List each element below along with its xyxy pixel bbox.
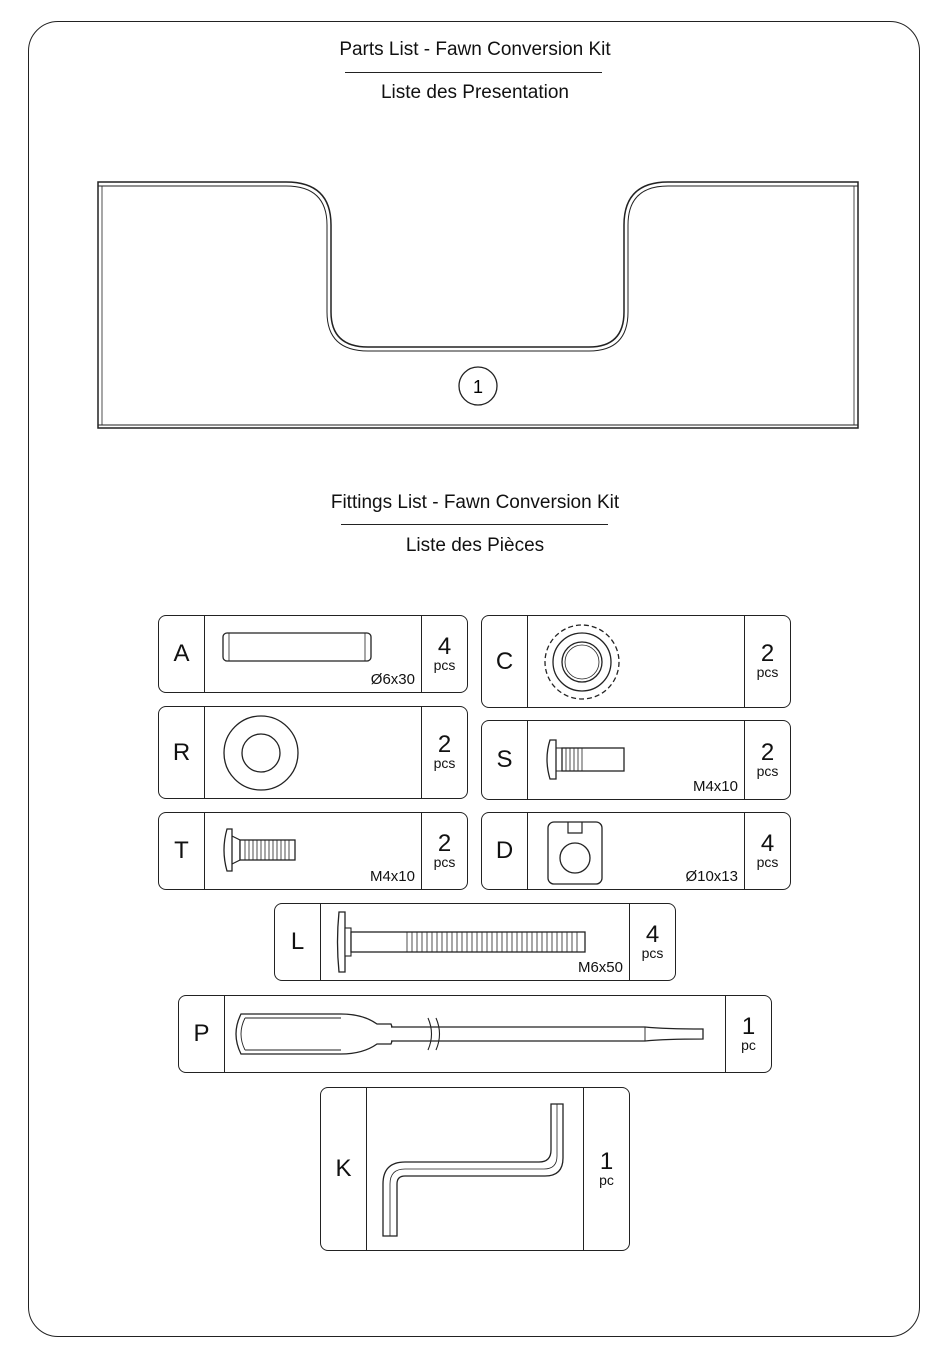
fitting-card-k: K 1 pc	[320, 1087, 630, 1251]
fitting-quantity: 1 pc	[583, 1088, 629, 1250]
serrated-nut-icon	[528, 616, 746, 707]
quantity-unit: pcs	[434, 855, 456, 870]
fitting-card-l: L M6x50 4 pcs	[274, 903, 676, 981]
fitting-card-p: P 1 pc	[178, 995, 772, 1073]
fitting-card-r: R 2 pcs	[158, 706, 468, 799]
fitting-quantity: 4 pcs	[629, 904, 675, 980]
fitting-card-a: A Ø6x30 4 pcs	[158, 615, 468, 693]
panel-number: 1	[473, 377, 483, 397]
quantity-number: 1	[600, 1151, 613, 1173]
quantity-unit: pcs	[757, 855, 779, 870]
fitting-size: M6x50	[578, 959, 623, 976]
fitting-quantity: 2 pcs	[421, 707, 467, 798]
fitting-size: Ø10x13	[685, 868, 738, 885]
fitting-letter: S	[482, 721, 528, 799]
fittings-list-title: Fittings List - Fawn Conversion Kit	[0, 492, 950, 514]
fitting-letter: P	[179, 996, 225, 1072]
quantity-number: 2	[438, 734, 451, 756]
fitting-card-d: D Ø10x13 4 pcs	[481, 812, 791, 890]
parts-list-subtitle: Liste des Presentation	[0, 82, 950, 104]
fitting-quantity: 1 pc	[725, 996, 771, 1072]
quantity-unit: pcs	[757, 764, 779, 779]
fitting-size: M4x10	[370, 868, 415, 885]
quantity-number: 4	[761, 833, 774, 855]
fitting-letter: L	[275, 904, 321, 980]
quantity-number: 1	[742, 1016, 755, 1038]
fitting-letter: D	[482, 813, 528, 889]
quantity-unit: pc	[599, 1173, 614, 1188]
quantity-number: 2	[761, 643, 774, 665]
quantity-unit: pcs	[642, 946, 664, 961]
quantity-number: 2	[438, 833, 451, 855]
fitting-quantity: 2 pcs	[421, 813, 467, 889]
fitting-quantity: 2 pcs	[744, 616, 790, 707]
quantity-number: 4	[438, 636, 451, 658]
fitting-quantity: 4 pcs	[421, 616, 467, 692]
fitting-quantity: 2 pcs	[744, 721, 790, 799]
fitting-letter: A	[159, 616, 205, 692]
fitting-size: M4x10	[693, 778, 738, 795]
fitting-quantity: 4 pcs	[744, 813, 790, 889]
fitting-letter: C	[482, 616, 528, 707]
fittings-list-subtitle: Liste des Pièces	[0, 535, 950, 557]
quantity-unit: pc	[741, 1038, 756, 1053]
title-divider	[345, 72, 602, 73]
quantity-number: 2	[761, 742, 774, 764]
washer-icon	[205, 707, 423, 798]
screwdriver-icon	[225, 996, 725, 1072]
quantity-number: 4	[646, 924, 659, 946]
fitting-card-c: C 2 pcs	[481, 615, 791, 708]
fitting-card-s: S M4x10 2 pcs	[481, 720, 791, 800]
quantity-unit: pcs	[434, 756, 456, 771]
fitting-letter: K	[321, 1088, 367, 1250]
title-divider	[341, 524, 608, 525]
fitting-letter: T	[159, 813, 205, 889]
fitting-letter: R	[159, 707, 205, 798]
quantity-unit: pcs	[757, 665, 779, 680]
fitting-card-t: T M4x10 2 pcs	[158, 812, 468, 890]
parts-list-title: Parts List - Fawn Conversion Kit	[0, 39, 950, 61]
fitting-size: Ø6x30	[371, 671, 415, 688]
allen-key-icon	[367, 1088, 585, 1250]
quantity-unit: pcs	[434, 658, 456, 673]
conversion-panel-drawing: 1	[96, 180, 860, 432]
